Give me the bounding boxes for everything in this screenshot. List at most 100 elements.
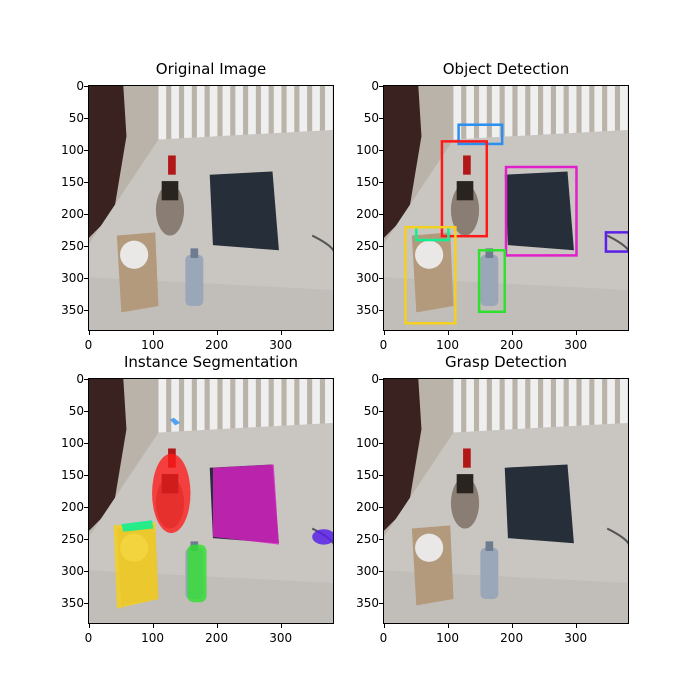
x-tick-label: 200 <box>500 338 524 352</box>
blind-slat <box>248 378 256 468</box>
x-tick-mark <box>216 331 218 335</box>
scene-image <box>383 85 629 331</box>
y-tick-label: 150 <box>356 174 379 189</box>
y-tick-label: 250 <box>356 238 379 253</box>
y-tick-label: 250 <box>61 531 84 546</box>
x-tick-mark <box>447 624 449 628</box>
scene-image <box>88 378 334 624</box>
y-tick-label: 300 <box>61 270 84 285</box>
blind-slat <box>299 378 308 468</box>
bbox-green <box>477 249 506 314</box>
y-tick-mark <box>379 277 383 279</box>
x-tick-mark <box>152 331 154 335</box>
chair <box>88 378 127 532</box>
scene-image <box>383 378 629 624</box>
y-tick-mark <box>379 474 383 476</box>
y-tick-label: 100 <box>356 435 379 450</box>
x-tick-mark <box>88 331 90 335</box>
x-tick-mark <box>383 624 385 628</box>
y-tick-mark <box>379 245 383 247</box>
x-tick-mark <box>88 624 90 628</box>
panel-title: Object Detection <box>442 60 570 78</box>
x-tick-label: 100 <box>436 338 460 352</box>
y-tick-label: 350 <box>356 595 379 610</box>
blind-slat <box>222 378 231 468</box>
x-tick-mark <box>280 331 282 335</box>
blind-slat <box>530 378 539 468</box>
mask-tablet <box>212 464 279 545</box>
x-tick-mark <box>152 624 154 628</box>
blind-slat <box>235 378 244 468</box>
y-tick-label: 50 <box>68 110 84 125</box>
y-tick-mark <box>379 213 383 215</box>
y-tick-label: 300 <box>61 563 84 578</box>
y-tick-mark <box>379 506 383 508</box>
y-tick-label: 100 <box>61 142 84 157</box>
y-tick-mark <box>84 538 88 540</box>
y-tick-mark <box>379 570 383 572</box>
blind-slat <box>260 85 269 175</box>
bbox-magenta <box>504 165 578 257</box>
chair <box>383 378 422 532</box>
x-tick-label: 0 <box>84 631 93 645</box>
blind-slat <box>235 85 244 175</box>
y-tick-mark <box>379 309 383 311</box>
panel-title: Grasp Detection <box>445 353 567 371</box>
blind-slat <box>568 378 577 468</box>
blind-slat <box>555 378 564 468</box>
y-tick-mark <box>379 181 383 183</box>
blind-slat <box>479 85 487 175</box>
panel-title: Original Image <box>155 60 267 78</box>
mask-cable <box>312 529 334 545</box>
y-tick-label: 0 <box>371 371 379 386</box>
y-tick-mark <box>379 378 383 380</box>
y-tick-mark <box>379 117 383 119</box>
y-tick-label: 0 <box>76 371 84 386</box>
y-tick-mark <box>379 442 383 444</box>
y-tick-mark <box>84 85 88 87</box>
y-tick-label: 200 <box>61 206 84 221</box>
blind-slat <box>171 85 179 175</box>
x-tick-mark <box>575 624 577 628</box>
blind-slat <box>325 85 333 175</box>
blind-slat <box>286 378 295 468</box>
blind-slat <box>312 378 320 468</box>
x-tick-mark <box>575 331 577 335</box>
y-tick-mark <box>84 506 88 508</box>
bbox-red <box>440 140 489 238</box>
blind-slat <box>620 85 628 175</box>
x-tick-mark <box>511 331 513 335</box>
blind-slat <box>453 378 462 468</box>
blind-slat <box>196 378 205 468</box>
y-tick-mark <box>84 309 88 311</box>
y-tick-mark <box>84 149 88 151</box>
blind-slat <box>158 378 167 468</box>
y-tick-label: 200 <box>356 499 379 514</box>
water-bottle <box>480 254 499 307</box>
blind-slat <box>594 85 603 175</box>
y-tick-mark <box>84 474 88 476</box>
y-tick-mark <box>84 378 88 380</box>
x-tick-label: 300 <box>564 338 588 352</box>
y-tick-label: 150 <box>356 467 379 482</box>
y-tick-label: 150 <box>61 467 84 482</box>
blind-slat <box>184 85 192 175</box>
x-tick-label: 100 <box>141 631 165 645</box>
y-tick-mark <box>379 538 383 540</box>
x-tick-mark <box>280 624 282 628</box>
y-tick-label: 100 <box>61 435 84 450</box>
y-tick-label: 100 <box>356 142 379 157</box>
y-tick-mark <box>84 602 88 604</box>
y-tick-mark <box>379 149 383 151</box>
y-tick-mark <box>84 277 88 279</box>
bbox-yellow <box>404 225 457 325</box>
blind-slat <box>196 85 205 175</box>
y-tick-label: 200 <box>356 206 379 221</box>
mask-tissue-box <box>113 522 159 609</box>
blind-slat <box>543 85 551 175</box>
blind-slat <box>581 378 590 468</box>
y-tick-mark <box>379 602 383 604</box>
mask-thermos <box>152 453 191 534</box>
blind-slat <box>543 378 551 468</box>
